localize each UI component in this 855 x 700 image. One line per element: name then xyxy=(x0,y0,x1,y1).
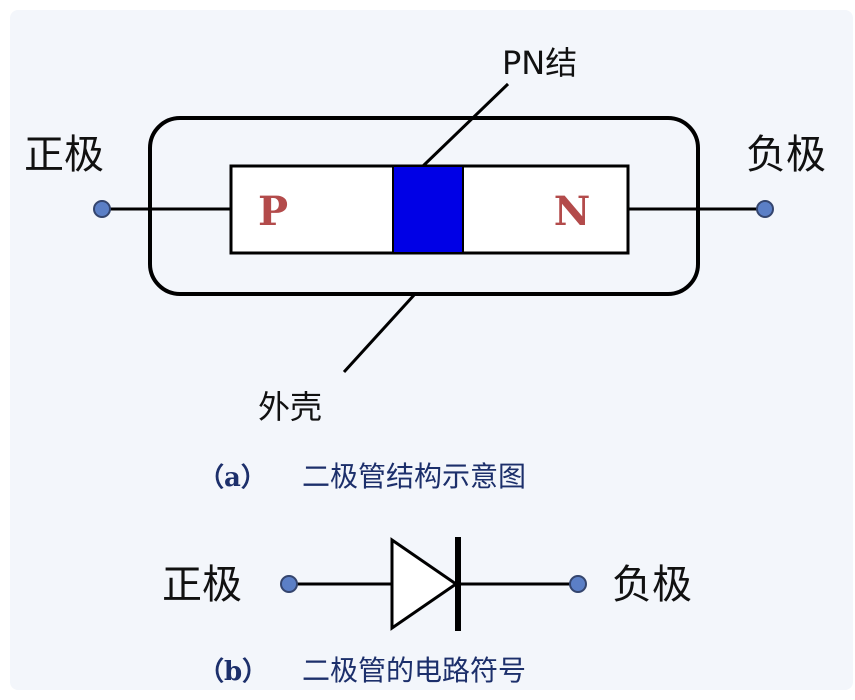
positive-electrode-label: 正极 xyxy=(24,132,104,178)
shell-label: 外壳 xyxy=(258,388,322,426)
pn-junction-region xyxy=(393,167,463,252)
shell-leader xyxy=(342,292,417,374)
diode-structure-diagram: P N PN结 外壳 正极 负极 （a） 二极管结构示意图 xyxy=(24,44,826,493)
diode-triangle-icon xyxy=(390,537,459,631)
positive-terminal xyxy=(93,200,111,218)
diode-circuit-symbol: 正极 负极 （b） 二极管的电路符号 xyxy=(162,537,692,687)
pn-junction-leader xyxy=(421,82,510,168)
negative-terminal xyxy=(756,200,774,218)
caption-b-prefix: （b） xyxy=(198,657,268,687)
negative-electrode-label: 负极 xyxy=(746,132,826,178)
caption-a-text: 二极管结构示意图 xyxy=(302,460,526,493)
caption-b-text: 二极管的电路符号 xyxy=(302,654,526,687)
diode-shell xyxy=(148,116,700,296)
symbol-negative-terminal xyxy=(569,575,587,593)
symbol-positive-terminal xyxy=(280,575,298,593)
symbol-negative-label: 负极 xyxy=(612,562,692,608)
pn-junction-label: PN结 xyxy=(502,44,577,82)
symbol-positive-label: 正极 xyxy=(162,562,242,608)
n-region-label: N xyxy=(554,188,591,235)
caption-a-prefix: （a） xyxy=(198,463,267,493)
p-region-label: P xyxy=(258,188,288,235)
